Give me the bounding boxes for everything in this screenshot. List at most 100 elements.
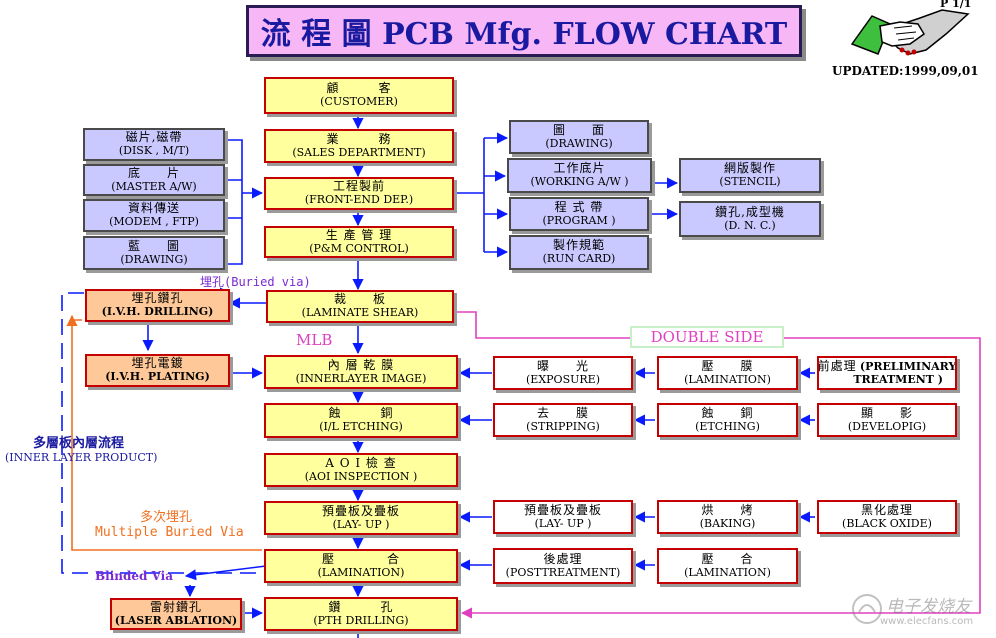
ivh-drilling-en: (I.V.H. DRILLING) — [101, 305, 214, 319]
handshake-icon — [850, 9, 970, 56]
output-program[interactable]: 程 式 帶 (PROGRAM ) — [509, 197, 649, 231]
output-working-aw[interactable]: 工作底片 (WORKING A/W ) — [507, 158, 652, 193]
updated-date: UPDATED:1999,09,01 — [832, 64, 979, 78]
chain-baking[interactable]: 烘 烤 (BAKING) — [657, 500, 798, 534]
step-laminate-shear[interactable]: 裁 板 (LAMINATE SHEAR) — [266, 290, 454, 323]
input-master-zh: 底 片 — [127, 165, 180, 180]
chain-etching[interactable]: 蝕 銅 (ETCHING) — [657, 403, 798, 437]
output-drawing-en: (DRAWING) — [545, 136, 613, 150]
chain-black-oxide[interactable]: 黑化處理 (BLACK OXIDE) — [817, 500, 957, 534]
output-dnc[interactable]: 鑽孔,成型機 (D. N. C.) — [679, 201, 821, 237]
step-pth-drilling[interactable]: 鑽 孔 (PTH DRILLING) — [264, 597, 458, 631]
dashed-loop — [61, 292, 256, 574]
input-drawing[interactable]: 藍 圖 (DRAWING) — [83, 236, 225, 270]
dev-en: (DEVELOPIG) — [847, 419, 927, 433]
step-frontend[interactable]: 工程製前 (FRONT-END DEP.) — [264, 177, 454, 210]
step-etch-zh: 蝕 銅 — [328, 406, 394, 421]
chain-lamination[interactable]: 壓 合 (LAMINATION) — [657, 548, 798, 584]
input-disk-zh: 磁片,磁帶 — [125, 130, 183, 145]
double-side-label: DOUBLE SIDE — [630, 326, 784, 348]
etch2-en: (ETCHING) — [695, 419, 760, 433]
watermark-text: 电子发烧友 — [886, 597, 971, 617]
output-stencil-zh: 網版製作 — [723, 161, 776, 176]
inner-layer-zh: 多層板內層流程 — [33, 436, 125, 451]
buried-via-label: 埋孔(Buried via) — [200, 275, 311, 289]
step-customer-zh: 顧 客 — [326, 81, 392, 96]
ivh-plating[interactable]: 埋孔電鍍 (I.V.H. PLATING) — [85, 354, 230, 387]
step-customer-en: (CUSTOMER) — [320, 95, 398, 109]
step-layup[interactable]: 預疊板及疊板 (LAY- UP ) — [264, 501, 458, 535]
output-program-en: (PROGRAM ) — [542, 213, 616, 227]
ivh-drilling[interactable]: 埋孔鑽孔 (I.V.H. DRILLING) — [85, 289, 230, 322]
output-dnc-zh: 鑽孔,成型機 — [715, 204, 785, 219]
multiple-buried-en: Multiple Buried Via — [95, 525, 244, 540]
chain-exposure[interactable]: 曝 光 (EXPOSURE) — [493, 356, 633, 390]
step-inner-en: (INNERLAYER IMAGE) — [295, 371, 427, 385]
pre-en: (PRELIMINARY — [859, 359, 957, 373]
step-pm-zh: 生 產 管 理 — [325, 227, 393, 242]
step-shear-zh: 裁 板 — [333, 292, 386, 307]
step-customer[interactable]: 顧 客 (CUSTOMER) — [264, 77, 454, 114]
step-layup-zh: 預疊板及疊板 — [321, 503, 400, 518]
post-en: (POSTTREATMENT) — [505, 565, 621, 579]
step-il-etching[interactable]: 蝕 銅 (I/L ETCHING) — [264, 403, 458, 438]
step-aoi-zh: A O I 檢 查 — [325, 455, 397, 470]
ivh-plating-en: (I.V.H. PLATING) — [105, 370, 210, 384]
arrow-lam-blinded — [184, 565, 267, 581]
oxide-zh: 黑化處理 — [860, 502, 913, 517]
step-frontend-zh: 工程製前 — [332, 179, 385, 194]
layup2-zh: 預疊板及疊板 — [523, 502, 602, 517]
output-program-zh: 程 式 帶 — [554, 199, 604, 214]
step-inner-zh: 內 層 乾 膜 — [327, 357, 395, 372]
step-lamination[interactable]: 壓 合 (LAMINATION) — [264, 549, 458, 583]
input-bracket — [225, 139, 243, 265]
lamfilm-en: (LAMINATION) — [684, 372, 771, 386]
output-drawing-zh: 圖 面 — [552, 122, 605, 137]
input-disk[interactable]: 磁片,磁帶 (DISK , M/T) — [83, 128, 225, 161]
laser-en: (LASER ABLATION) — [114, 613, 238, 627]
output-working-zh: 工作底片 — [553, 161, 606, 176]
chain-lamination-film[interactable]: 壓 膜 (LAMINATION) — [657, 356, 798, 390]
page-title: 流 程 圖 PCB Mfg. FLOW CHART — [246, 5, 802, 57]
bake-zh: 烘 烤 — [701, 502, 754, 517]
input-disk-en: (DISK , M/T) — [118, 144, 190, 158]
laser-ablation[interactable]: 雷射鑽孔 (LASER ABLATION) — [110, 598, 242, 630]
step-shear-en: (LAMINATE SHEAR) — [301, 306, 419, 320]
lam2-en: (LAMINATION) — [684, 565, 771, 579]
input-modem-zh: 資料傳送 — [127, 201, 180, 216]
ivh-plating-zh: 埋孔電鍍 — [131, 356, 184, 371]
pre-en2: TREATMENT ) — [853, 372, 943, 386]
input-master-aw[interactable]: 底 片 (MASTER A/W) — [83, 164, 225, 196]
chain-layup[interactable]: 預疊板及疊板 (LAY- UP ) — [493, 500, 633, 534]
laser-zh: 雷射鑽孔 — [149, 599, 202, 614]
step-pm-control[interactable]: 生 產 管 理 (P&M CONTROL) — [264, 226, 454, 258]
lamfilm-zh: 壓 膜 — [701, 358, 754, 373]
input-drawing-en: (DRAWING) — [120, 252, 188, 266]
layup2-en: (LAY- UP ) — [534, 516, 592, 530]
step-sales[interactable]: 業 務 (SALES DEPARTMENT) — [264, 129, 454, 163]
multiple-buried-zh: 多次埋孔 — [140, 510, 193, 525]
oxide-en: (BLACK OXIDE) — [842, 516, 932, 530]
output-stencil[interactable]: 網版製作 (STENCIL) — [679, 158, 821, 193]
step-etch-en: (I/L ETCHING) — [319, 420, 403, 434]
lam2-zh: 壓 合 — [701, 551, 754, 566]
step-lam-zh: 壓 合 — [321, 551, 400, 566]
step-pm-en: (P&M CONTROL) — [309, 241, 409, 255]
output-drawing[interactable]: 圖 面 (DRAWING) — [509, 120, 649, 154]
step-aoi-en: (AOI INSPECTION ) — [304, 469, 418, 483]
input-modem-en: (MODEM , FTP) — [109, 215, 199, 229]
chain-posttreatment[interactable]: 後處理 (POSTTREATMENT) — [493, 548, 633, 584]
output-run-card[interactable]: 製作規範 (RUN CARD) — [509, 235, 649, 270]
strip-zh: 去 膜 — [536, 405, 589, 420]
step-aoi-inspection[interactable]: A O I 檢 查 (AOI INSPECTION ) — [264, 453, 458, 487]
chain-developing[interactable]: 顯 影 (DEVELOPIG) — [817, 403, 957, 437]
chain-stripping[interactable]: 去 膜 (STRIPPING) — [493, 403, 633, 437]
step-innerlayer-image[interactable]: 內 層 乾 膜 (INNERLAYER IMAGE) — [264, 355, 458, 389]
output-working-en: (WORKING A/W ) — [530, 175, 629, 189]
input-modem[interactable]: 資料傳送 (MODEM , FTP) — [83, 199, 225, 232]
chain-preliminary[interactable]: 前處理 (PRELIMINARY TREATMENT ) — [817, 356, 957, 390]
mlb-label: MLB — [296, 331, 333, 349]
input-master-en: (MASTER A/W) — [111, 179, 197, 193]
output-dnc-en: (D. N. C.) — [724, 218, 776, 232]
dev-zh: 顯 影 — [860, 405, 913, 420]
